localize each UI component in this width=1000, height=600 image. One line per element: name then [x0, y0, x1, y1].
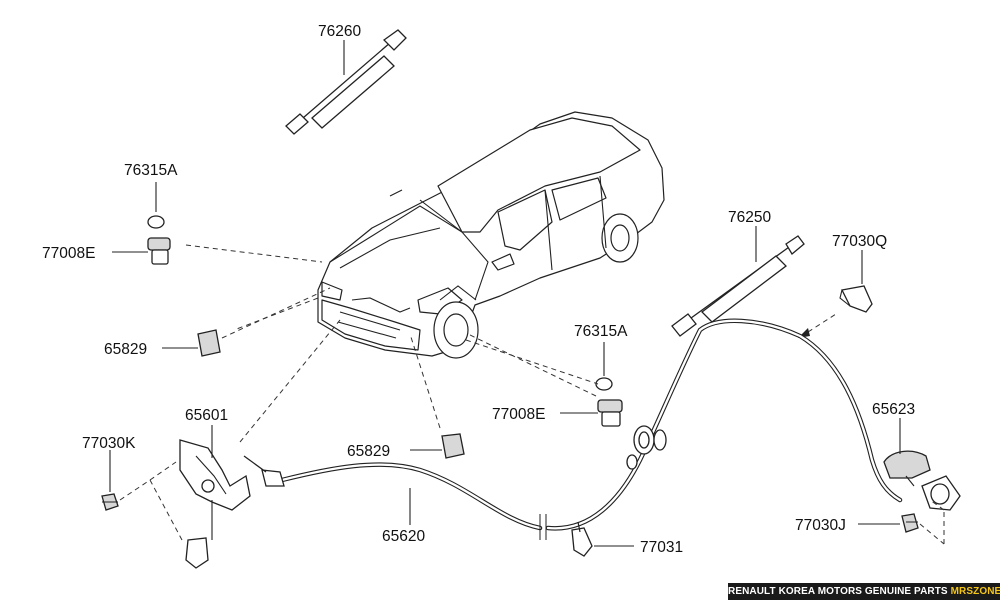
- car-body-illustration: [317, 111, 665, 359]
- part-label-65829-lower: 65829: [347, 443, 390, 460]
- footer-brand: MRSZONE: [950, 586, 1000, 597]
- dashed-ref-77030j-a: [919, 523, 945, 545]
- dashed-ref-77030q: [807, 313, 837, 333]
- bumper-cap-76315a-left: [147, 215, 165, 229]
- screw-77030j: [901, 513, 919, 533]
- dashed-ref-65829-left: [221, 287, 331, 339]
- part-label-65623: 65623: [872, 401, 915, 418]
- dashed-ref-65601: [239, 319, 341, 443]
- dashed-ref-77030k-a: [119, 479, 151, 501]
- part-label-76260: 76260: [318, 23, 361, 40]
- dashed-ref-car-left: [233, 297, 319, 331]
- hood-latch-65601: [179, 439, 251, 569]
- release-handle-65623: [883, 450, 961, 511]
- dashed-ref-77008e-right: [467, 333, 597, 397]
- part-label-65829-left: 65829: [104, 341, 147, 358]
- bumper-cap-76315a-right: [595, 377, 613, 391]
- part-label-65601: 65601: [185, 407, 228, 424]
- rubber-stop-65829-left: [197, 329, 221, 357]
- dashed-ref-65829-lower: [409, 333, 441, 429]
- hood-bumper-77008e-left: [147, 237, 171, 265]
- part-label-77008e-left: 77008E: [42, 245, 95, 262]
- part-label-77030q: 77030Q: [832, 233, 887, 250]
- dashed-ref-77030k-c: [149, 461, 177, 481]
- part-label-77030k: 77030K: [82, 435, 136, 452]
- brand-footer: RENAULT KOREA MOTORS GENUINE PARTS MRSZO…: [728, 583, 1000, 600]
- part-label-76315a-right: 76315A: [574, 323, 628, 340]
- rubber-stop-65829-lower: [441, 433, 465, 459]
- part-label-76315a-left: 76315A: [124, 162, 178, 179]
- clip-77030q: [839, 285, 873, 313]
- hood-bumper-77008e-right: [597, 399, 623, 427]
- part-label-77030j: 77030J: [795, 517, 846, 534]
- dashed-ref-77008e-left: [185, 244, 323, 263]
- dashed-ref-77030k-b: [149, 479, 183, 541]
- clip-77031: [571, 521, 593, 557]
- footer-text: RENAULT KOREA MOTORS GENUINE PARTS: [728, 586, 948, 597]
- gas-strut-76250: [671, 235, 805, 337]
- part-label-76250: 76250: [728, 209, 771, 226]
- part-label-65620: 65620: [382, 528, 425, 545]
- part-label-77031: 77031: [640, 539, 683, 556]
- dashed-ref-car-right: [465, 339, 599, 385]
- bolt-77030k: [101, 493, 119, 511]
- release-cable-65620: [243, 318, 903, 540]
- dashed-ref-77030j-c: [929, 499, 945, 511]
- part-label-77008e-right: 77008E: [492, 406, 545, 423]
- gas-strut-76260: [285, 29, 407, 135]
